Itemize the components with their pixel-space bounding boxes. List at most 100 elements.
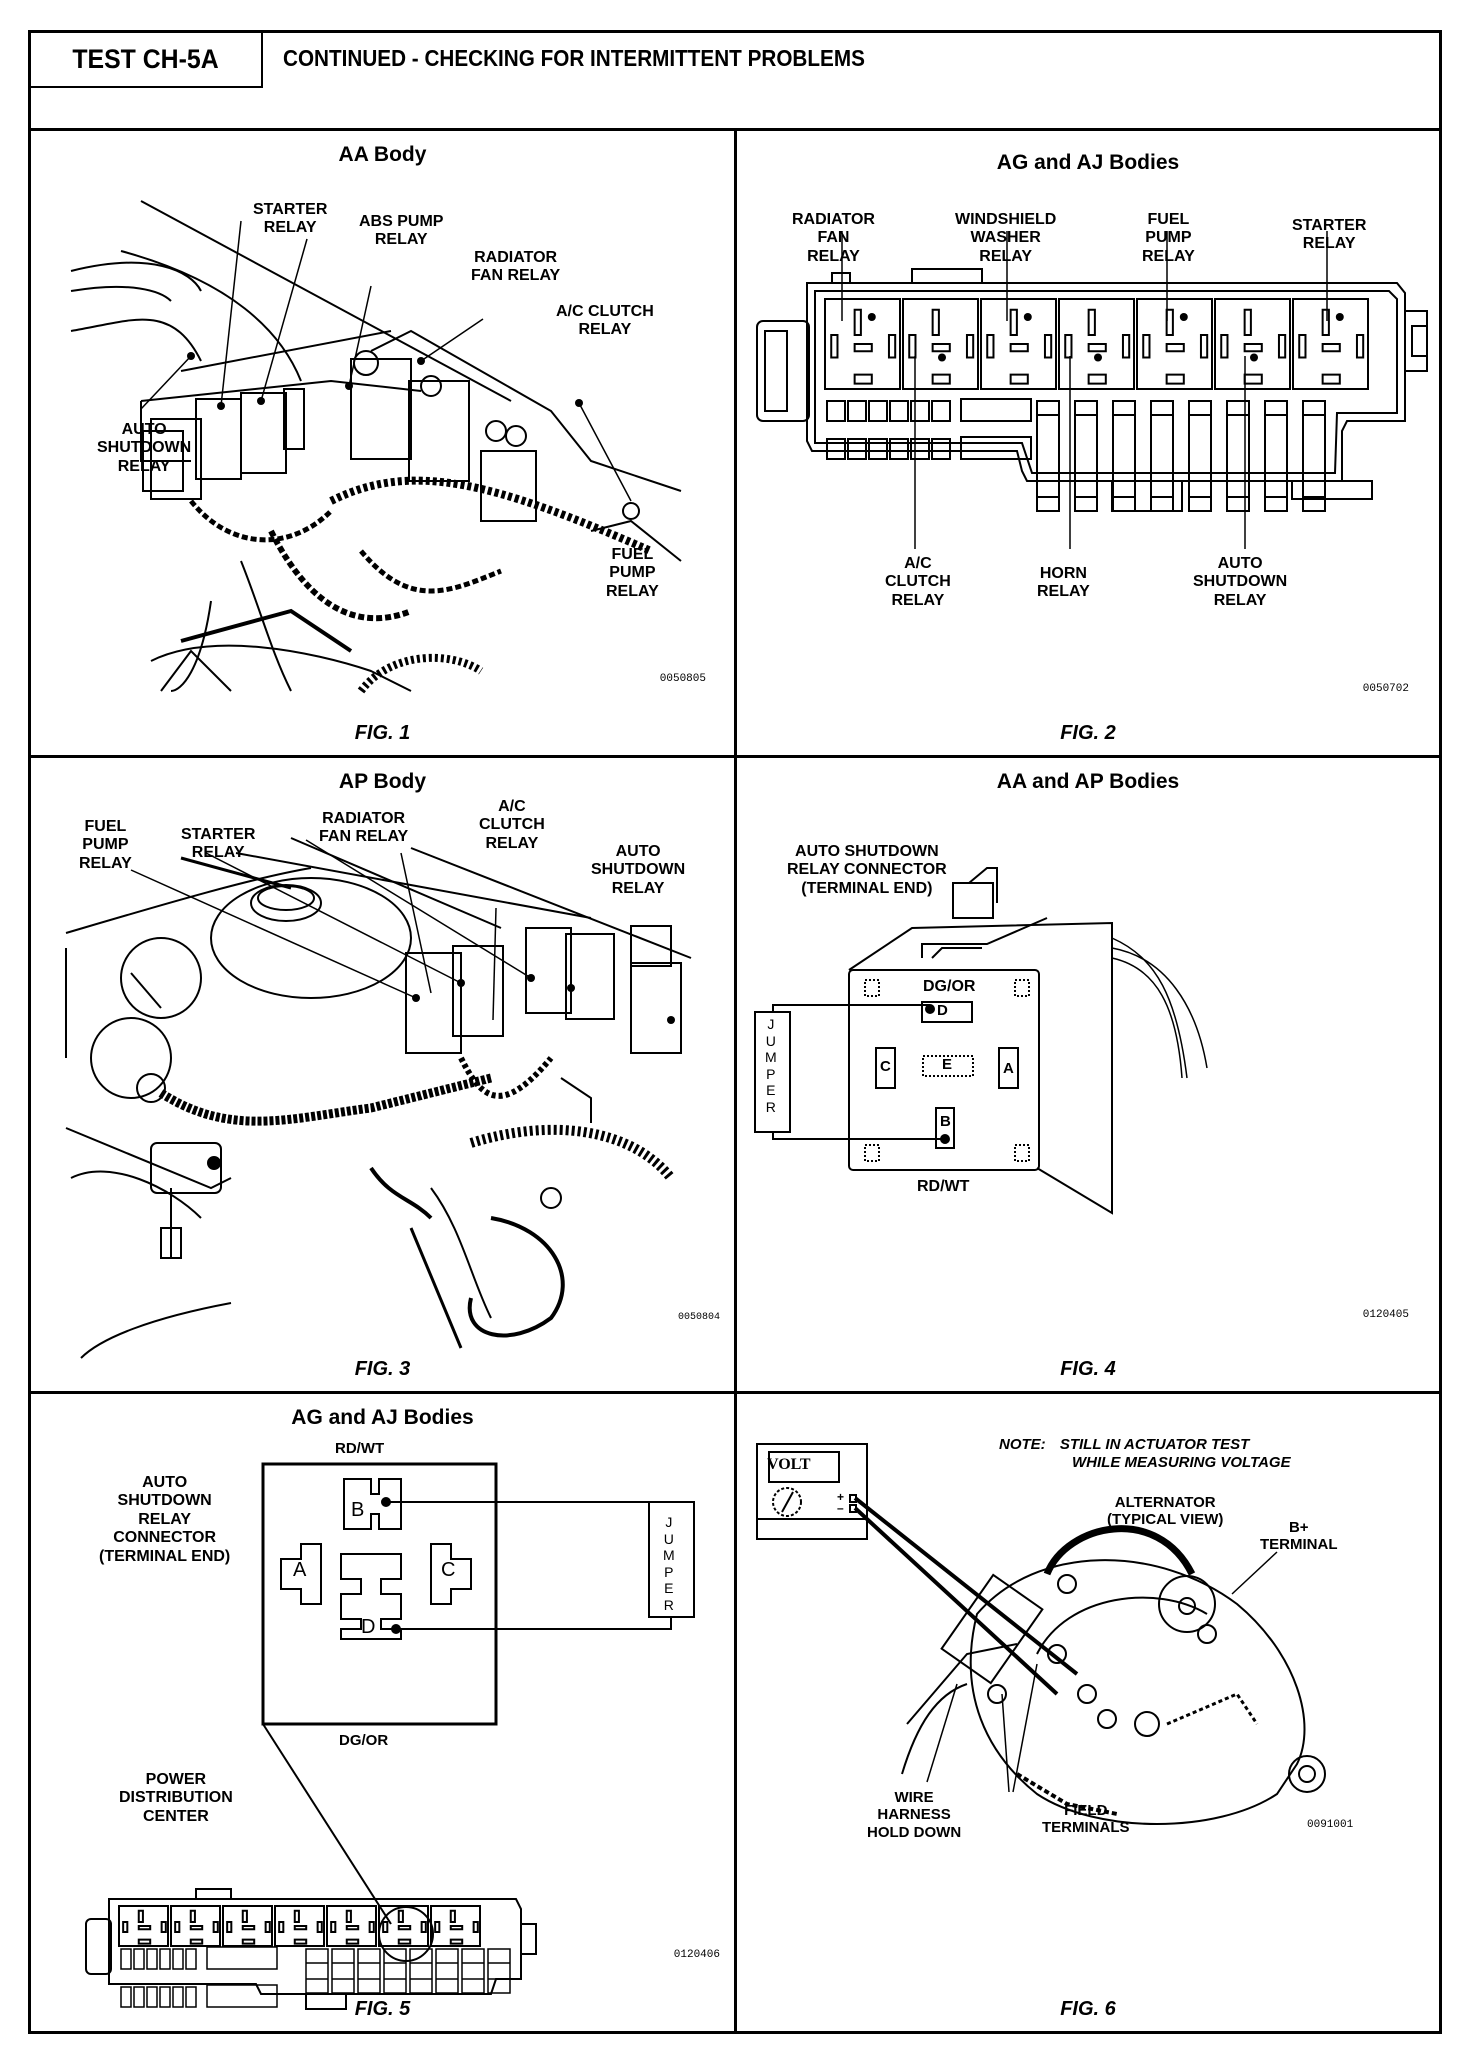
alternator-voltage-test-illustration	[737, 1394, 1439, 2031]
maxi-fuse	[961, 437, 1031, 459]
mini-fuse	[932, 401, 950, 421]
relay-socket	[981, 299, 1056, 389]
ag-aj-connector-and-pdc-diagram	[31, 1394, 737, 2031]
connector-face	[849, 970, 1039, 1170]
test-title: CONTINUED - CHECKING FOR INTERMITTENT PR…	[283, 45, 865, 71]
label-rd-wt-wire: RD/WT	[335, 1440, 385, 1457]
terminal-b	[936, 1108, 954, 1148]
terminal-e	[923, 1056, 973, 1076]
label-connector: AUTO SHUTDOWN RELAY CONNECTOR (TERMINAL …	[787, 843, 947, 897]
relay-radiator-fan	[351, 359, 411, 459]
figure-2-heading: AG and AJ Bodies	[996, 151, 1180, 174]
label-auto-shutdown-relay: AUTO SHUTDOWN RELAY	[591, 843, 686, 897]
figure-5-heading: AG and AJ Bodies	[291, 1406, 474, 1429]
terminal-a-label: A	[1003, 1060, 1014, 1077]
mini-fuse	[134, 1987, 144, 2007]
pdc-fuses	[121, 1947, 510, 2007]
relay-fuel-pump	[406, 953, 461, 1053]
jumper-wire-b	[773, 1132, 945, 1139]
label-starter-relay: STARTER RELAY	[181, 826, 256, 862]
figure-2-code: 0050702	[1362, 683, 1409, 695]
mini-fuse	[869, 401, 887, 421]
relay-ac-clutch	[566, 934, 614, 1019]
figure-3-caption: FIG. 3	[354, 1358, 411, 1380]
label-field-terminals: FIELD TERMINALS	[1042, 1802, 1130, 1837]
cartridge-fuse	[1075, 401, 1097, 511]
figure-4-panel: AA and AP Bodies	[737, 758, 1439, 1394]
relay-sockets	[825, 299, 1368, 389]
note-line-2: WHILE MEASURING VOLTAGE	[1072, 1454, 1291, 1471]
relay-radiator-fan	[526, 928, 571, 1013]
voltmeter-display-label: VOLT	[767, 1456, 811, 1473]
cartridge-fuse	[1037, 401, 1059, 511]
terminal-a-label: A	[293, 1559, 307, 1581]
figure-6-panel: NOTE: STILL IN ACTUATOR TEST WHILE MEASU…	[737, 1394, 1439, 2031]
relay-socket	[119, 1906, 168, 1946]
mini-fuse	[848, 439, 866, 459]
mini-fuse	[890, 401, 908, 421]
mini-fuse	[869, 439, 887, 459]
jumper-wire-d	[773, 1005, 930, 1012]
cartridge-fuse	[1265, 401, 1287, 511]
relay-socket	[1137, 299, 1212, 389]
mini-fuse	[186, 1949, 196, 1969]
figure-2-panel: AG and AJ Bodies	[737, 131, 1439, 758]
maxi-fuse	[961, 399, 1031, 421]
label-dg-or-wire: DG/OR	[923, 978, 976, 995]
label-power-distribution-center: POWER DISTRIBUTION CENTER	[119, 1771, 233, 1825]
pdc-relay-sockets	[119, 1906, 480, 1946]
jumper-label: J U M P E R	[765, 1016, 777, 1115]
label-ac-clutch-relay: A/C CLUTCH RELAY	[885, 555, 951, 609]
figure-5-code: 0120406	[673, 1949, 720, 1961]
power-distribution-center-diagram	[737, 131, 1439, 758]
cartridge-fuse	[332, 1949, 354, 1993]
ap-body-engine-illustration	[31, 758, 737, 1394]
test-page: TEST CH-5A CONTINUED - CHECKING FOR INTE…	[28, 30, 1442, 2034]
fig6-leader-lines	[927, 1552, 1277, 1792]
label-alternator: ALTERNATOR (TYPICAL VIEW)	[1107, 1494, 1224, 1529]
label-windshield-washer-relay: WINDSHIELD WASHER RELAY	[955, 211, 1057, 265]
label-dg-or-wire: DG/OR	[339, 1732, 389, 1749]
fig2-leader-lines	[842, 231, 1327, 549]
fig1-leader-lines	[141, 221, 631, 501]
note-prefix: NOTE:	[999, 1436, 1046, 1453]
label-starter-relay: STARTER RELAY	[253, 201, 328, 237]
cartridge-fuse	[1227, 401, 1249, 511]
mini-fuse	[911, 401, 929, 421]
hood-line	[141, 201, 511, 401]
relay-starter	[196, 399, 241, 479]
label-b-plus-terminal: B+ TERMINAL	[1260, 1519, 1338, 1554]
relay-socket	[825, 299, 900, 389]
maxi-fuse	[207, 1985, 277, 2007]
negative-test-lead	[855, 1508, 1057, 1694]
figure-4-code: 0120405	[1362, 1309, 1409, 1321]
label-abs-pump-relay: ABS PUMP RELAY	[359, 213, 444, 249]
relay-socket	[275, 1906, 324, 1946]
figure-3-panel: AP Body	[31, 758, 737, 1394]
terminal-c	[876, 1048, 895, 1088]
cartridge-fuse	[1303, 401, 1325, 511]
positive-test-lead	[855, 1498, 1077, 1674]
label-wire-harness-hold-down: WIRE HARNESS HOLD DOWN	[867, 1789, 962, 1841]
label-fuel-pump-relay: FUEL PUMP RELAY	[606, 546, 659, 600]
pdc-outline	[109, 1899, 521, 1994]
figure-1-caption: FIG. 1	[354, 722, 411, 744]
relay-socket	[1293, 299, 1368, 389]
fig3-leader-lines	[131, 840, 531, 1020]
mini-fuse	[121, 1987, 131, 2007]
figure-6-code: 0091001	[1307, 1819, 1354, 1831]
voltmeter-plus-label: +	[837, 1490, 845, 1504]
cartridge-fuse	[488, 1949, 510, 1993]
label-rd-wt-wire: RD/WT	[917, 1178, 970, 1195]
engine-cap-dome	[211, 878, 411, 998]
mini-fuse	[186, 1987, 196, 2007]
cartridge-fuse	[1189, 401, 1211, 511]
relay-socket	[431, 1906, 480, 1946]
mini-fuse	[147, 1987, 157, 2007]
figure-grid: AA Body	[31, 131, 1439, 2031]
mini-fuse	[147, 1949, 157, 1969]
voltmeter-dial	[773, 1488, 801, 1516]
connector-face	[263, 1464, 496, 1724]
relay-auto-shutdown	[631, 963, 681, 1053]
figure-5-panel: AG and AJ Bodies	[31, 1394, 737, 2031]
